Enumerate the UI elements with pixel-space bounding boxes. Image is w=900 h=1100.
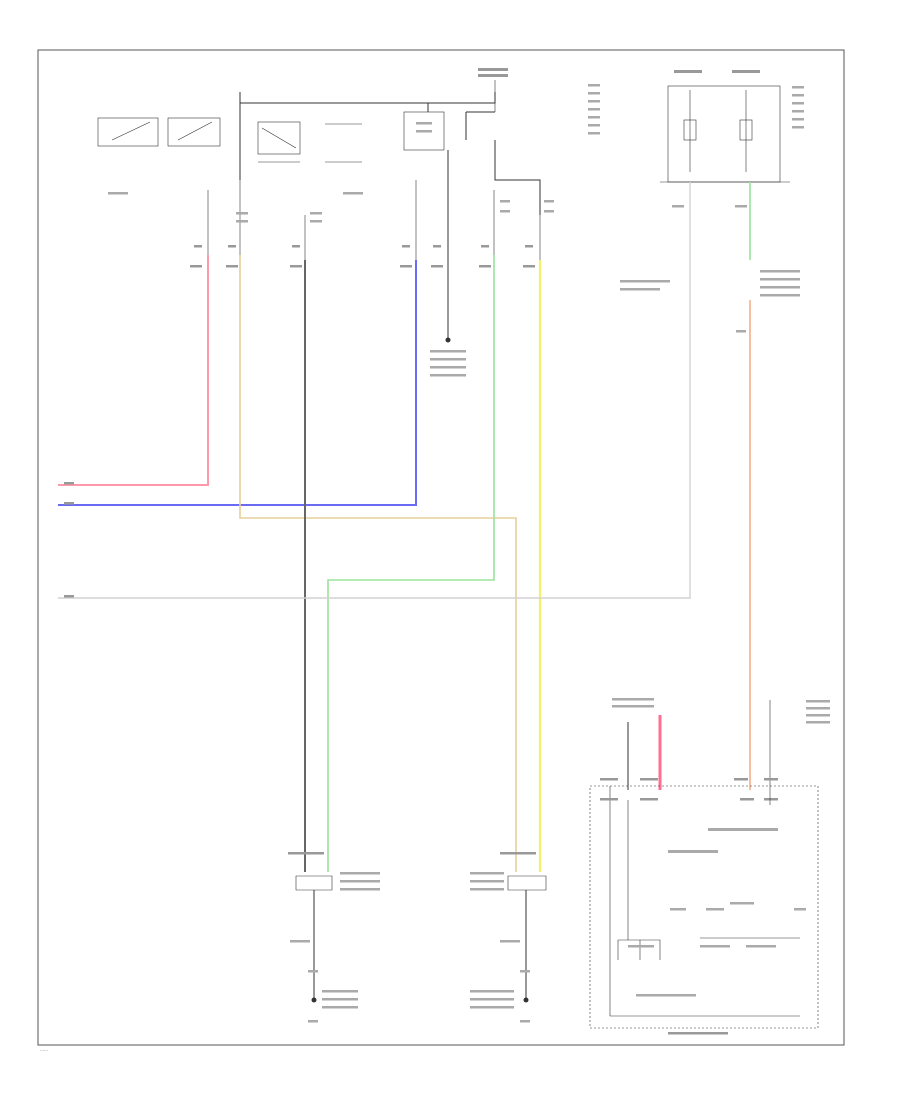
bottom-mid-connector bbox=[470, 852, 547, 1023]
diagram-frame bbox=[37, 49, 845, 1046]
fuse-block bbox=[660, 70, 804, 183]
bottom-left-connector bbox=[288, 852, 380, 1023]
ground-symbol-center bbox=[430, 337, 466, 377]
footer-code: ······ bbox=[40, 1048, 48, 1053]
wire-green bbox=[327, 255, 495, 872]
wire-blue bbox=[58, 260, 417, 506]
wire-pink bbox=[58, 255, 209, 486]
wire-tan bbox=[239, 255, 517, 872]
wire-tags bbox=[64, 200, 830, 724]
wires bbox=[58, 150, 771, 872]
label-group-top bbox=[108, 68, 600, 195]
relay-cluster bbox=[97, 80, 541, 215]
control-module bbox=[589, 778, 819, 1035]
wire-light-gray bbox=[58, 182, 691, 599]
